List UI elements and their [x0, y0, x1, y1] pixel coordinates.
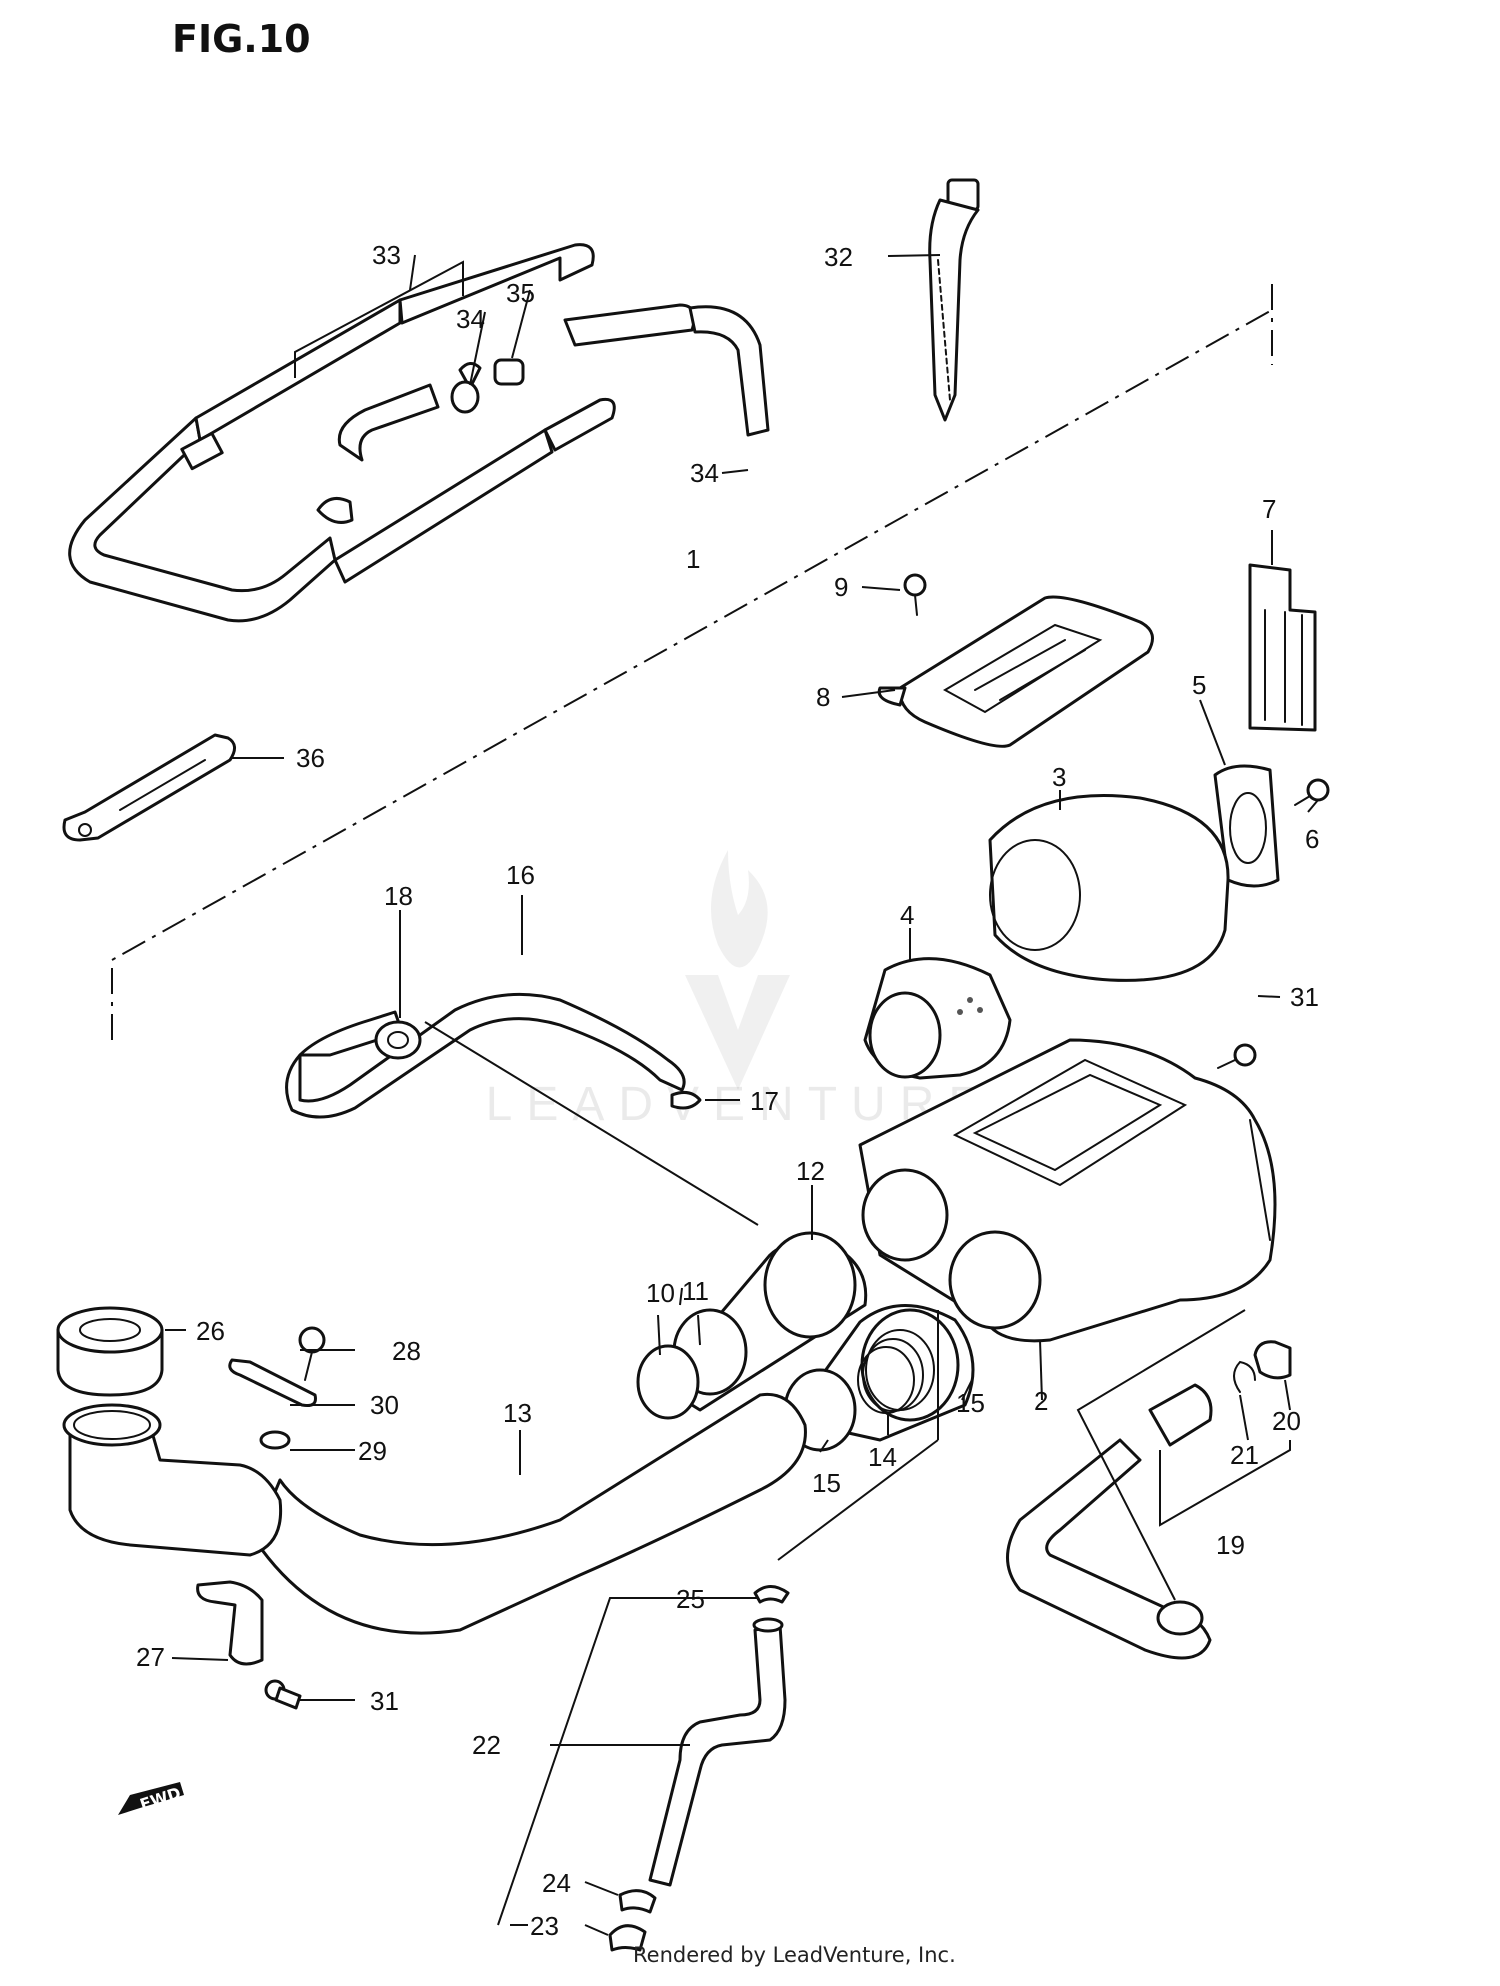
- intake-duct: [62, 1392, 807, 1635]
- grommet-plate: [1213, 764, 1280, 888]
- callout-31b: 31: [370, 1686, 399, 1716]
- callout-33: 33: [372, 240, 401, 270]
- hose-clip: [670, 1090, 702, 1110]
- callout-30: 30: [370, 1390, 399, 1420]
- figure-title: FIG.10: [172, 17, 311, 61]
- callout-4: 4: [900, 900, 914, 930]
- air-filter-outer: [988, 794, 1230, 982]
- callout-32: 32: [824, 242, 853, 272]
- callout-5: 5: [1192, 670, 1206, 700]
- callout-15a: 15: [956, 1388, 985, 1418]
- front-marker-label: FWD: [137, 1783, 183, 1814]
- callout-13: 13: [503, 1398, 532, 1428]
- wire-harness: [928, 178, 980, 422]
- callout-2: 2: [1034, 1386, 1048, 1416]
- callout-1: 1: [686, 544, 700, 574]
- air-filter-inner: [863, 957, 1012, 1080]
- bracket: [196, 1580, 264, 1666]
- watermark-logo: LEADVENTURE: [486, 850, 995, 1131]
- lower-drain-hose: [608, 1585, 790, 1952]
- callout-3: 3: [1052, 762, 1066, 792]
- callout-35: 35: [506, 278, 535, 308]
- filter-cover: [877, 595, 1154, 748]
- callout-34b: 34: [690, 458, 719, 488]
- watermark-text: LEADVENTURE: [486, 1078, 995, 1131]
- reference-lines: [111, 284, 1273, 1040]
- front-direction-marker: FWD: [118, 1782, 184, 1815]
- side-cover: [1248, 563, 1317, 732]
- callout-22: 22: [472, 1730, 501, 1760]
- intake-boots: [636, 1231, 975, 1452]
- render-credit: Rendered by LeadVenture, Inc.: [633, 1943, 956, 1967]
- callout-34a: 34: [456, 304, 485, 334]
- callout-19: 19: [1216, 1530, 1245, 1560]
- callout-6: 6: [1305, 824, 1319, 854]
- callout-31a: 31: [1290, 982, 1319, 1012]
- small-hardware: [228, 1326, 326, 1450]
- drain-hose: [1006, 1340, 1292, 1660]
- breather-hose: [285, 992, 686, 1119]
- screws: [903, 573, 1330, 1069]
- callout-36: 36: [296, 743, 325, 773]
- callout-26: 26: [196, 1316, 225, 1346]
- callout-16: 16: [506, 860, 535, 890]
- callout-25: 25: [676, 1584, 705, 1614]
- callout-27: 27: [136, 1642, 165, 1672]
- callout-20: 20: [1272, 1406, 1301, 1436]
- callout-17: 17: [750, 1086, 779, 1116]
- callout-23: 23: [530, 1911, 559, 1941]
- fixing-band: [62, 733, 236, 842]
- callout-9: 9: [834, 572, 848, 602]
- callout-15b: 15: [812, 1468, 841, 1498]
- callout-11: 11: [682, 1276, 709, 1306]
- callout-labels: 1 2 3 4 5 6 7 8 9 10 11 12 13 14 15 15 1…: [136, 240, 1319, 1941]
- callout-28: 28: [392, 1336, 421, 1366]
- air-cleaner-case: [858, 1038, 1277, 1343]
- bolt-lower: [264, 1679, 302, 1710]
- callout-10: 10: [646, 1278, 675, 1308]
- callout-24: 24: [542, 1868, 571, 1898]
- ring-seal: [56, 1306, 164, 1397]
- breather-hose-assembly: [68, 243, 770, 623]
- callout-12: 12: [796, 1156, 825, 1186]
- callout-7: 7: [1262, 494, 1276, 524]
- callout-8: 8: [816, 682, 830, 712]
- callout-29: 29: [358, 1436, 387, 1466]
- callout-leaders: [165, 254, 1319, 1936]
- callout-18: 18: [384, 881, 413, 911]
- callout-14: 14: [868, 1442, 897, 1472]
- callout-21: 21: [1230, 1440, 1259, 1470]
